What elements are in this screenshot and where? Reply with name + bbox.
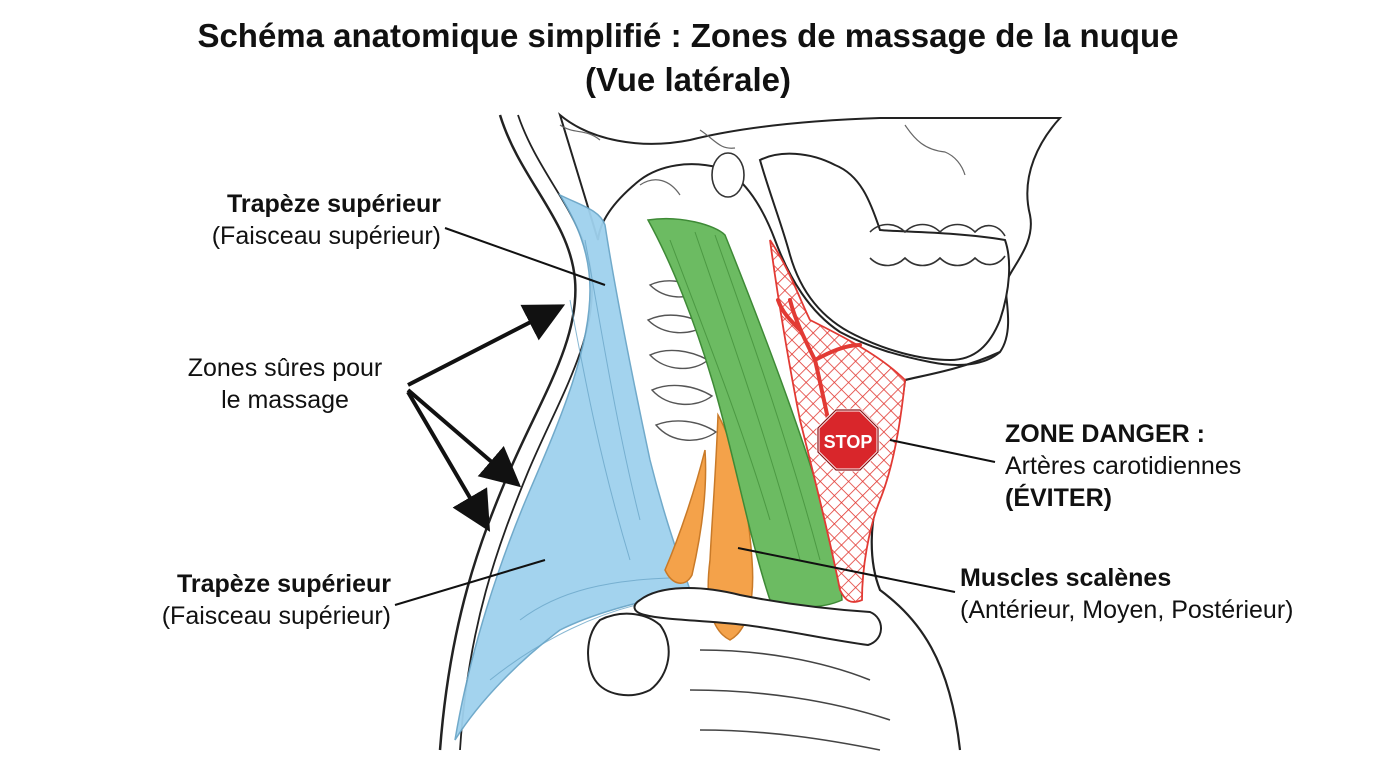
diagram-subtitle: (Vue latérale) <box>584 61 792 98</box>
label-trapeze-top: Trapèze supérieur (Faisceau supérieur) <box>212 188 441 252</box>
label-scalenes-detail: (Antérieur, Moyen, Postérieur) <box>960 596 1294 624</box>
safe-zone-arrows <box>406 304 566 532</box>
label-trapeze-bottom-name: Trapèze supérieur <box>177 570 391 598</box>
stop-sign-text: STOP <box>824 432 873 452</box>
label-danger-warning: (ÉVITER) <box>1005 484 1112 512</box>
arrow-lower <box>406 390 491 532</box>
carotid-artery <box>776 298 862 452</box>
trapezius-muscle <box>454 193 691 741</box>
label-trapeze-top-name: Trapèze supérieur <box>227 190 441 218</box>
teeth <box>869 223 1006 267</box>
label-danger-heading: ZONE DANGER : <box>1005 420 1205 448</box>
label-scalenes: Muscles scalènes (Antérieur, Moyen, Post… <box>960 562 1293 626</box>
mastoid-process <box>711 152 745 198</box>
leader-scalenes <box>737 547 956 593</box>
leader-trapeze-top <box>444 227 606 286</box>
trapezius-fibers <box>489 239 671 681</box>
label-trapeze-bottom-detail: (Faisceau supérieur) <box>161 602 391 630</box>
clavicle <box>633 587 882 647</box>
label-danger-zone: ZONE DANGER : Artères carotidiennes (ÉVI… <box>1005 418 1241 514</box>
label-safe-zones-line2: le massage <box>221 386 349 414</box>
leader-danger-zone <box>889 439 996 463</box>
arrow-middle <box>406 388 522 488</box>
label-safe-zones-line1: Zones sûres pour <box>187 354 383 382</box>
arrow-upper <box>407 304 566 387</box>
label-trapeze-top-detail: (Faisceau supérieur) <box>211 222 441 250</box>
label-trapeze-bottom: Trapèze supérieur (Faisceau supérieur) <box>162 568 391 632</box>
stop-sign: STOP <box>816 408 880 472</box>
sternocleidomastoid-muscle <box>646 217 843 608</box>
diagram-title: Schéma anatomique simplifié : Zones de m… <box>197 17 1179 54</box>
leader-trapeze-bottom <box>394 559 546 606</box>
shoulder-joint <box>587 612 670 697</box>
mandible <box>758 152 1011 362</box>
label-scalenes-name: Muscles scalènes <box>960 564 1172 592</box>
ribs <box>689 649 891 751</box>
skull-sutures <box>559 124 966 196</box>
sternocleidomastoid-fibers <box>669 231 821 561</box>
neck-back-outline <box>438 114 577 751</box>
label-danger-detail: Artères carotidiennes <box>1005 452 1242 480</box>
label-safe-zones: Zones sûres pour le massage <box>170 352 400 416</box>
